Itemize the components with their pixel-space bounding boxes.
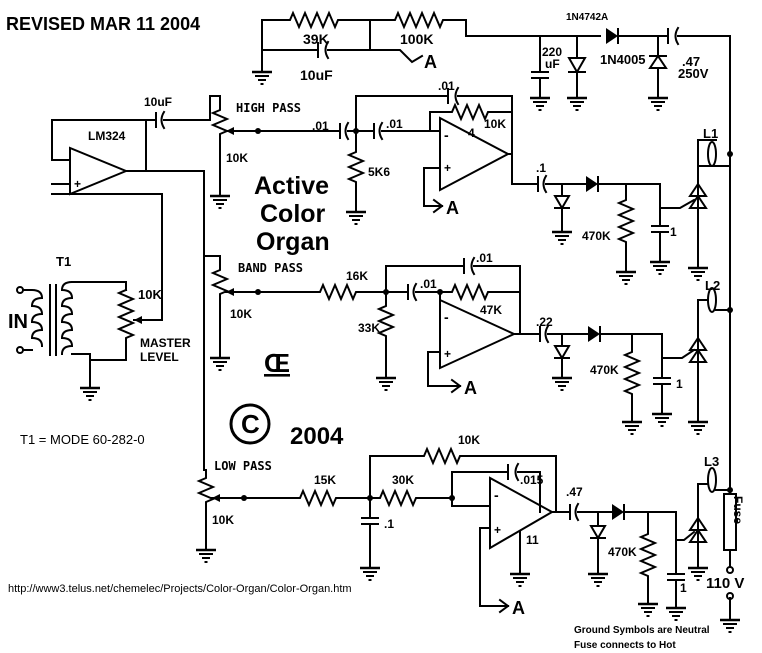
high-pass-section: HIGH PASS 10K .01 .01 5K6 .01 10K - + 4 … bbox=[208, 79, 733, 286]
lp-c-gnd: .1 bbox=[384, 517, 394, 531]
lp-plus: + bbox=[494, 523, 501, 537]
c047-label: .47 bbox=[682, 54, 700, 69]
mains-section: Fuse 110 V bbox=[706, 493, 745, 634]
voltage-label: 110 V bbox=[706, 575, 744, 592]
revised-date: REVISED MAR 11 2004 bbox=[6, 14, 200, 34]
r39k-label: 39K bbox=[303, 31, 329, 47]
lp-lamp: L3 bbox=[704, 454, 719, 469]
bp-r-fb: 47K bbox=[480, 303, 502, 317]
master-pot-label: 10K bbox=[138, 287, 162, 302]
low-pass-section: LOW PASS 10K 15K 30K .1 10K .015 - + 11 … bbox=[194, 433, 733, 622]
title-line1: Active bbox=[254, 172, 329, 200]
title-line3: Organ bbox=[256, 228, 330, 256]
fuse-label: Fuse bbox=[731, 496, 745, 524]
bp-plus: + bbox=[444, 347, 451, 361]
hp-r-fb: 10K bbox=[484, 117, 506, 131]
power-section: 39K 100K 10uF A 220 uF 1N4742A 1N4005 .4… bbox=[250, 10, 731, 551]
hp-r-gnd: 5K6 bbox=[368, 165, 390, 179]
c250v-label: 250V bbox=[678, 66, 709, 81]
bp-c-gate: 1 bbox=[676, 377, 683, 391]
hp-pin: 4 bbox=[468, 126, 475, 140]
bp-label: BAND PASS bbox=[238, 261, 303, 275]
title-line2: Color bbox=[260, 200, 326, 228]
bp-minus: - bbox=[444, 309, 449, 325]
c220-label1: 220 bbox=[542, 45, 562, 59]
lp-r-fb: 10K bbox=[458, 433, 480, 447]
hp-plus: + bbox=[444, 161, 451, 175]
buffer-opamp-label: LM324 bbox=[88, 129, 126, 143]
hp-minus: - bbox=[444, 127, 449, 143]
lp-pin: 11 bbox=[526, 533, 539, 547]
copyright-circle bbox=[229, 403, 271, 445]
lp-r-in: 15K bbox=[314, 473, 336, 487]
r100k-label: 100K bbox=[400, 31, 433, 47]
hp-c1: .01 bbox=[312, 119, 329, 133]
hp-c-gate: 1 bbox=[670, 225, 677, 239]
c10uf-label: 10uF bbox=[300, 67, 333, 83]
in-label: IN bbox=[8, 311, 28, 333]
hp-ref: A bbox=[446, 198, 459, 218]
bp-r-load: 470K bbox=[590, 363, 619, 377]
master-label2: LEVEL bbox=[140, 350, 179, 364]
lp-r2: 30K bbox=[392, 473, 414, 487]
buffer-plus: + bbox=[74, 177, 81, 191]
band-pass-section: BAND PASS 10K 16K 33K .01 .01 47K - + A … bbox=[203, 251, 733, 436]
hp-lamp: L1 bbox=[703, 126, 718, 141]
bp-c2: .01 bbox=[476, 251, 493, 265]
diode-label: 1N4005 bbox=[600, 52, 646, 67]
bp-lamp: L2 bbox=[705, 278, 720, 293]
source-url: http://www3.telus.net/chemelec/Projects/… bbox=[8, 583, 352, 595]
input-section: IN T1 10K MASTER LEVEL T1 = MODE 60-282-… bbox=[8, 95, 211, 471]
bp-c-out: .22 bbox=[536, 315, 553, 329]
ref-a-top: A bbox=[424, 52, 437, 72]
lp-c-out: .47 bbox=[566, 485, 583, 499]
hp-pot: 10K bbox=[226, 151, 248, 165]
lp-ref: A bbox=[512, 598, 525, 618]
bp-r-in: 16K bbox=[346, 269, 368, 283]
bp-ref: A bbox=[464, 378, 477, 398]
lp-pot: 10K bbox=[212, 513, 234, 527]
master-label1: MASTER bbox=[140, 336, 191, 350]
bp-r-gnd: 33K bbox=[358, 321, 380, 335]
hp-c2: .01 bbox=[386, 117, 403, 131]
lp-r-load: 470K bbox=[608, 545, 637, 559]
t1-note: T1 = MODE 60-282-0 bbox=[20, 432, 145, 447]
t1-label: T1 bbox=[56, 254, 71, 269]
lp-minus: - bbox=[494, 487, 499, 503]
c220-label2: uF bbox=[545, 57, 560, 71]
copyright-year: 2004 bbox=[290, 423, 344, 450]
oe-logo: Œ bbox=[264, 348, 290, 378]
hp-label: HIGH PASS bbox=[236, 101, 301, 115]
note-line1: Ground Symbols are Neutral bbox=[574, 625, 710, 636]
hp-c3: .01 bbox=[438, 79, 455, 93]
note-line2: Fuse connects to Hot bbox=[574, 640, 676, 651]
hp-r-load: 470K bbox=[582, 229, 611, 243]
hp-c-out: .1 bbox=[536, 161, 546, 175]
buffer-cap-label: 10uF bbox=[144, 95, 172, 109]
lp-c-fb: .015 bbox=[520, 473, 544, 487]
zener-label: 1N4742A bbox=[566, 12, 608, 23]
lp-c-gate: 1 bbox=[680, 581, 687, 595]
bp-pot: 10K bbox=[230, 307, 252, 321]
copyright-c: C bbox=[241, 409, 260, 439]
lp-label: LOW PASS bbox=[214, 459, 272, 473]
bp-c1: .01 bbox=[420, 277, 437, 291]
